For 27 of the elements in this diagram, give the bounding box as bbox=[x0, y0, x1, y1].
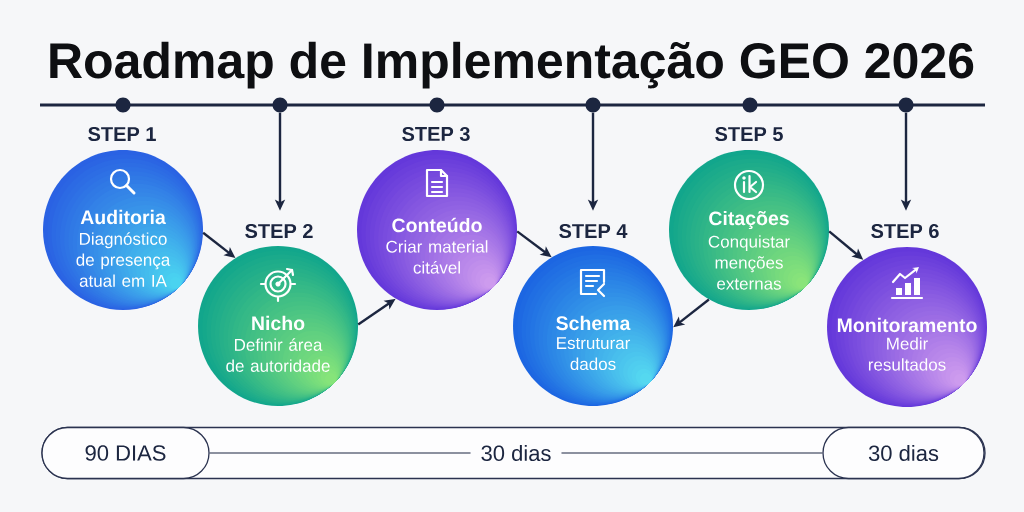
step-description: Medir resultados bbox=[868, 337, 946, 371]
step-title: Nicho bbox=[252, 315, 305, 331]
step-label: STEP 3 bbox=[402, 126, 470, 142]
timeline-dot bbox=[898, 97, 914, 113]
timeline-dot bbox=[429, 97, 445, 113]
step-label: STEP 5 bbox=[715, 126, 783, 142]
step-title: Schema bbox=[556, 315, 631, 331]
title: Roadmap de Implementação GEO 2026 bbox=[50, 41, 974, 89]
step-label: STEP 1 bbox=[88, 126, 156, 142]
step-description: Conquistar menções externas bbox=[708, 235, 790, 290]
step-description: Estruturar dados bbox=[557, 337, 631, 371]
timeline-dot bbox=[585, 97, 601, 113]
step-title: Citações bbox=[709, 210, 789, 230]
timeline-dot bbox=[272, 97, 288, 113]
step-title: Conteúdo bbox=[392, 217, 482, 233]
step-description: Definir área de autoridade bbox=[226, 338, 330, 372]
step-description: Criar material citável bbox=[386, 240, 488, 274]
timeline-dot bbox=[115, 97, 131, 113]
step-label: STEP 4 bbox=[559, 223, 628, 239]
step-description: Diagnóstico de presença atual em IA bbox=[76, 232, 171, 287]
timeline-dot bbox=[742, 97, 758, 113]
step-label: STEP 2 bbox=[245, 223, 313, 239]
duration-pill: 90 DIAS bbox=[41, 426, 210, 480]
step-title: Auditoria bbox=[80, 209, 166, 225]
step-title: Monitoramento bbox=[837, 317, 977, 333]
step-label: STEP 6 bbox=[871, 223, 939, 239]
duration-pill: 30 dias bbox=[822, 426, 985, 480]
